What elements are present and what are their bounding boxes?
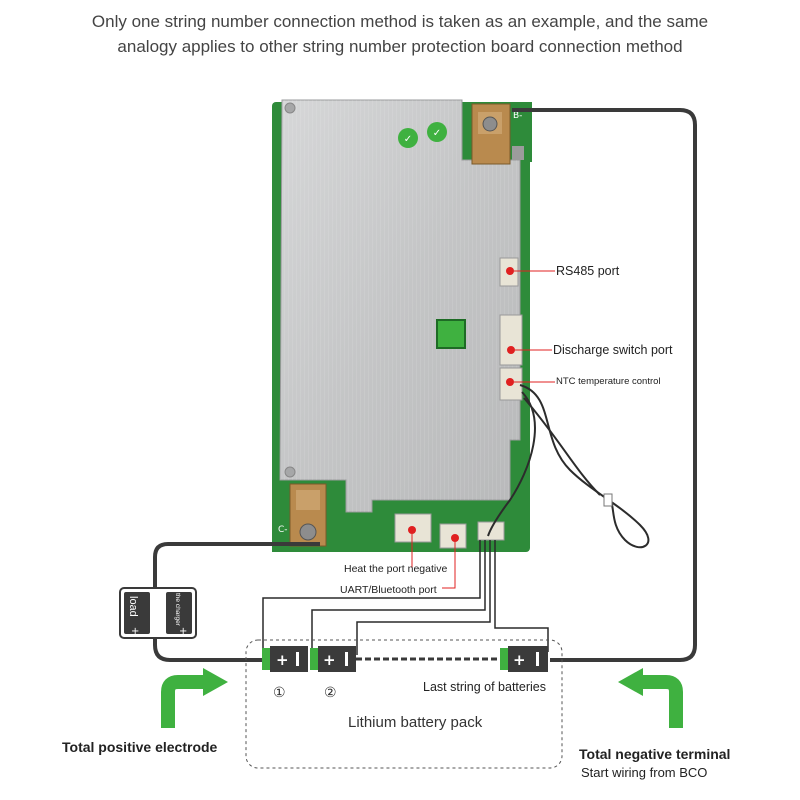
svg-text:✓: ✓ (404, 134, 412, 145)
start-wiring-note: Start wiring from BCO (581, 765, 708, 780)
svg-text:+: + (513, 651, 526, 669)
total-negative-label: Total negative terminal (579, 746, 731, 762)
charger-plus-marker: + (179, 626, 187, 637)
battery-pack-title: Lithium battery pack (348, 714, 483, 731)
cell-2-marker: ② (324, 684, 337, 700)
header-line-2: analogy applies to other string number p… (117, 37, 683, 56)
battery-cell-last: + (500, 646, 548, 672)
status-led-window (436, 319, 466, 349)
last-string-label: Last string of batteries (423, 680, 546, 694)
load-label: load (127, 596, 139, 617)
callout-lines (411, 270, 555, 589)
battery-pack-boundary (245, 639, 563, 769)
c-terminal (289, 483, 327, 547)
ok-stickers: ✓ ✓ (398, 122, 447, 148)
svg-text:✓: ✓ (433, 128, 441, 139)
cell-1-marker: ① (273, 684, 286, 700)
screw-icon (284, 102, 296, 114)
positive-arrow-icon (161, 668, 228, 728)
load-plus-marker: + (131, 626, 139, 637)
charger-label: the charger (174, 593, 181, 627)
discharge-switch-port-label: Discharge switch port (553, 343, 673, 357)
header-line-1: Only one string number connection method… (91, 12, 709, 31)
ntc-temperature-label: NTC temperature control (556, 376, 661, 387)
heat-port-negative-label: Heat the port negative (344, 563, 448, 575)
total-positive-label: Total positive electrode (62, 739, 218, 755)
screw-icon (284, 466, 296, 478)
ntc-probe-clip (603, 493, 613, 507)
ntc-probe-wire (487, 384, 650, 549)
balance-wires (262, 540, 549, 655)
svg-text:+: + (323, 651, 336, 669)
ntc-connector (499, 367, 523, 401)
battery-cell-1: + (262, 646, 308, 672)
heat-connector (394, 513, 432, 543)
c-minus-marker: C- (278, 525, 288, 535)
rs485-port-label: RS485 port (556, 264, 620, 278)
load-charger-box (119, 587, 197, 639)
b-minus-marker: B- (513, 111, 522, 121)
uart-connector (439, 523, 467, 549)
battery-cell-2: + (310, 646, 356, 672)
negative-arrow-icon (618, 668, 683, 728)
rs485-connector (499, 257, 519, 287)
uart-bluetooth-port-label: UART/Bluetooth port (340, 584, 437, 596)
heatsink-plate (279, 99, 521, 513)
b-terminal (471, 103, 524, 165)
svg-text:+: + (276, 651, 289, 669)
discharge-connector (499, 314, 523, 366)
